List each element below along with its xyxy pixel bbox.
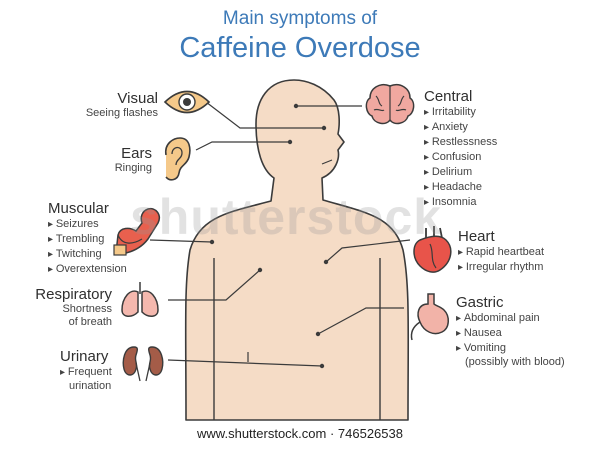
urinary-title: Urinary bbox=[60, 348, 109, 365]
leader-lines bbox=[149, 101, 411, 367]
visual-title: Visual bbox=[117, 90, 158, 107]
group-central: Central Irritability Anxiety Restlessnes… bbox=[424, 88, 534, 210]
list-item: Nausea bbox=[456, 326, 591, 341]
group-muscular: Muscular Seizures Trembling Twitching Ov… bbox=[48, 200, 148, 277]
list-item: Anxiety bbox=[424, 120, 534, 135]
list-item: Confusion bbox=[424, 150, 534, 165]
muscular-list: Seizures Trembling Twitching Overextensi… bbox=[48, 217, 148, 277]
list-item: Vomiting bbox=[456, 341, 591, 356]
group-urinary: Urinary Frequent urination bbox=[60, 348, 120, 393]
list-item: Insomnia bbox=[424, 195, 534, 210]
list-item: Overextension bbox=[48, 262, 148, 277]
respiratory-item: of breath bbox=[68, 316, 112, 328]
footer-credit: www.shutterstock.com · 746526538 bbox=[197, 426, 403, 441]
heart-list: Rapid heartbeat Irregular rhythm bbox=[458, 245, 578, 275]
gastric-item-cont: (possibly with blood) bbox=[465, 356, 565, 368]
urinary-list: Frequent bbox=[60, 365, 120, 380]
title-main: Caffeine Overdose bbox=[179, 32, 421, 64]
list-item: Twitching bbox=[48, 247, 148, 262]
list-item: Frequent bbox=[60, 365, 120, 380]
list-item: Seizures bbox=[48, 217, 148, 232]
heart-icon bbox=[413, 226, 452, 273]
title-subtitle: Main symptoms of bbox=[222, 8, 378, 29]
heart-title: Heart bbox=[458, 228, 495, 245]
leader-heart bbox=[325, 239, 411, 263]
group-heart: Heart Rapid heartbeat Irregular rhythm bbox=[458, 228, 578, 275]
respiratory-item: Shortness bbox=[62, 303, 112, 315]
group-respiratory: Respiratory Shortness of breath bbox=[20, 286, 112, 329]
list-item: Delirium bbox=[424, 165, 534, 180]
eye-icon bbox=[163, 90, 211, 114]
ears-item: Ringing bbox=[114, 162, 152, 174]
human-body-silhouette bbox=[184, 79, 410, 421]
group-ears: Ears Ringing bbox=[40, 145, 152, 175]
group-gastric: Gastric Abdominal pain Nausea Vomiting (… bbox=[456, 294, 591, 369]
stomach-icon bbox=[410, 293, 449, 341]
list-item: Headache bbox=[424, 180, 534, 195]
kidneys-icon bbox=[122, 346, 164, 382]
chin-line bbox=[321, 159, 333, 165]
central-list: Irritability Anxiety Restlessness Confus… bbox=[424, 105, 534, 210]
ears-title: Ears bbox=[121, 145, 152, 162]
muscular-title: Muscular bbox=[48, 200, 109, 217]
leader-muscular bbox=[149, 239, 213, 243]
ear-icon bbox=[164, 137, 191, 181]
list-item: Rapid heartbeat bbox=[458, 245, 578, 260]
leader-ears bbox=[195, 141, 290, 151]
respiratory-title: Respiratory bbox=[35, 286, 112, 303]
leader-visual bbox=[205, 101, 324, 129]
lungs-icon bbox=[121, 282, 159, 317]
central-title: Central bbox=[424, 88, 473, 105]
leader-gastric bbox=[317, 307, 404, 335]
list-item: Irritability bbox=[424, 105, 534, 120]
group-visual: Visual Seeing flashes bbox=[40, 90, 158, 120]
visual-item: Seeing flashes bbox=[85, 107, 158, 119]
brain-icon bbox=[365, 84, 415, 125]
gastric-title: Gastric bbox=[456, 294, 504, 311]
list-item: Trembling bbox=[48, 232, 148, 247]
list-item: Abdominal pain bbox=[456, 311, 591, 326]
list-item: Restlessness bbox=[424, 135, 534, 150]
leader-respiratory bbox=[168, 269, 261, 301]
leader-dots bbox=[209, 103, 329, 369]
watermark: shutterstock bbox=[130, 189, 443, 245]
gastric-list: Abdominal pain Nausea Vomiting bbox=[456, 311, 591, 356]
list-item: Irregular rhythm bbox=[458, 260, 578, 275]
urinary-item-cont: urination bbox=[69, 380, 112, 392]
leader-urinary bbox=[167, 359, 323, 367]
